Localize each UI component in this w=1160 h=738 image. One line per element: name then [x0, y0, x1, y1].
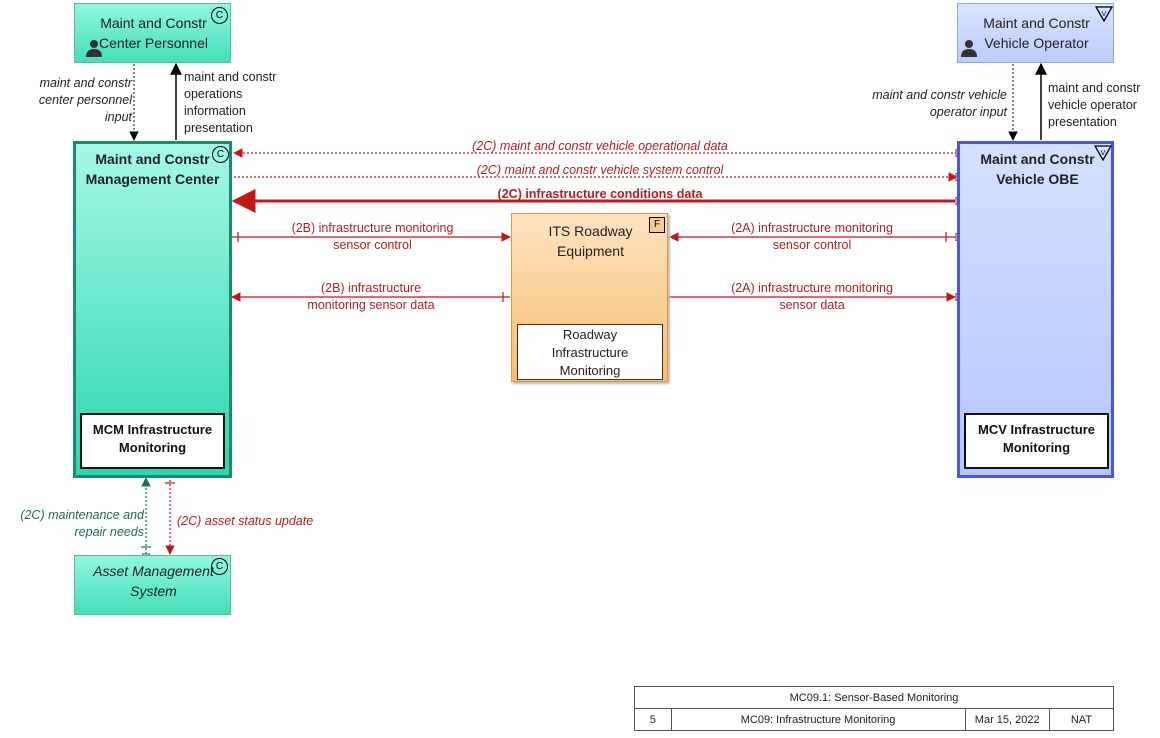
node-obe-title: Maint and Constr Vehicle OBE	[980, 151, 1095, 187]
svg-text:V: V	[1101, 150, 1106, 157]
flow-label-operator-input: maint and constr vehicle operator input	[872, 88, 1007, 119]
node-obe[interactable]: Maint and Constr Vehicle OBE V MCV Infra…	[957, 141, 1114, 478]
flow-label-personnel-input: maint and constr center personnel input	[38, 76, 132, 124]
diagram-number: 5	[634, 708, 672, 731]
title-block: MC09.1: Sensor-Based Monitoring 5 MC09: …	[634, 686, 1115, 731]
flow-label-maint-repair: (2C) maintenance and repair needs	[20, 508, 144, 539]
flow-label-infra-conditions: (2C) infrastructure conditions data	[497, 187, 703, 201]
node-vehicle-operator-title: Maint and Constr Vehicle Operator	[983, 15, 1090, 51]
service-package-name: MC09: Infrastructure Monitoring	[670, 708, 966, 731]
center-badge-icon: C	[211, 7, 228, 24]
its-functional-object[interactable]: Roadway Infrastructure Monitoring	[517, 324, 663, 380]
flow-label-ops-info: maint and constr operations information …	[184, 70, 277, 135]
diagram-scope: NAT	[1048, 708, 1115, 731]
node-vehicle-operator[interactable]: Maint and Constr Vehicle Operator V	[957, 3, 1114, 63]
flow-label-mcm-sensor-control: (2B) infrastructure monitoring sensor co…	[291, 221, 454, 252]
mcm-functional-object[interactable]: MCM Infrastructure Monitoring	[80, 413, 225, 469]
node-personnel[interactable]: Maint and Constr Center Personnel C	[74, 3, 231, 63]
flow-label-vehicle-operational: (2C) maint and constr vehicle operationa…	[472, 139, 728, 153]
node-its-roadway[interactable]: ITS Roadway Equipment F Roadway Infrastr…	[511, 213, 668, 382]
node-personnel-title: Maint and Constr Center Personnel	[99, 15, 208, 51]
node-mcm-title: Maint and Constr Management Center	[85, 151, 220, 187]
svg-text:V: V	[1102, 11, 1107, 18]
flow-label-mcm-sensor-data: (2B) infrastructure monitoring sensor da…	[307, 281, 435, 312]
diagram-title: MC09.1: Sensor-Based Monitoring	[634, 686, 1114, 709]
field-badge-icon: F	[649, 217, 665, 233]
node-its-roadway-title: ITS Roadway Equipment	[548, 223, 633, 259]
diagram-date: Mar 15, 2022	[964, 708, 1050, 731]
center-badge-icon: C	[211, 558, 228, 575]
vehicle-badge-icon: V	[1094, 145, 1112, 161]
center-badge-icon: C	[212, 146, 229, 163]
node-asset-management[interactable]: Asset Management System C	[74, 555, 231, 615]
flow-label-vehicle-system-control: (2C) maint and constr vehicle system con…	[476, 163, 724, 177]
person-icon	[86, 40, 102, 57]
vehicle-badge-icon: V	[1095, 6, 1113, 22]
node-asset-management-title: Asset Management System	[93, 563, 214, 599]
flow-label-obe-sensor-data: (2A) infrastructure monitoring sensor da…	[731, 281, 893, 312]
flow-label-operator-presentation: maint and constr vehicle operator presen…	[1048, 81, 1141, 129]
obe-functional-object[interactable]: MCV Infrastructure Monitoring	[964, 413, 1109, 469]
flow-label-obe-sensor-control: (2A) infrastructure monitoring sensor co…	[731, 221, 893, 252]
node-mcm[interactable]: Maint and Constr Management Center C MCM…	[73, 141, 232, 478]
flow-label-asset-status: (2C) asset status update	[177, 514, 314, 528]
person-icon	[961, 40, 977, 57]
